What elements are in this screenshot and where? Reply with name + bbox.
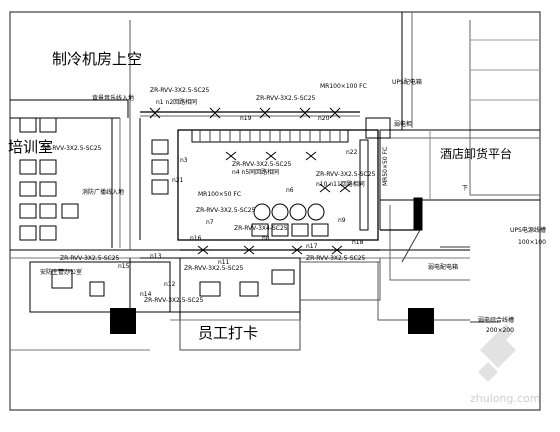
cable-label: ZR-RVV-3X2.5-SC25 <box>144 297 204 304</box>
cable-label: ZR-RVV-3X2.5-SC25 <box>150 87 210 94</box>
circuit-number: n22 <box>346 149 358 156</box>
cable-label: ZR-RVV-3X2.5-SC25 <box>256 95 316 102</box>
annotation-eq-box: 弱电柜 <box>394 121 413 128</box>
cable-label: ZR-RVV-3X2.5-SC25 <box>232 161 292 168</box>
room-label-dispatch-office: 安防主管办公室 <box>40 269 83 276</box>
circuit-number: n9 <box>338 217 346 224</box>
annotation-broadcast: 消防广播线入地 <box>82 189 125 196</box>
annotation-weak-tray: 弱电综合线槽 <box>478 317 515 324</box>
annotation-bg-music: 背景音乐线入地 <box>92 95 135 102</box>
circuit-note: n4 n5同回路相同 <box>232 169 280 176</box>
circuit-number: n13 <box>150 253 162 260</box>
cable-label: ZR-RVV-3X2.5-SC25 <box>316 171 376 178</box>
circuit-number: n11 <box>218 259 230 266</box>
cable-label: ZR-RVV-3X2.5-SC25 <box>42 145 102 152</box>
cable-label: ZR-RVV-3X4-SC25 <box>234 225 288 232</box>
circuit-number: n18 <box>352 239 364 246</box>
circuit-number: n17 <box>306 243 318 250</box>
circuit-number: n7 <box>206 219 214 226</box>
annotation-mr-tray-top: MR100×100 FC <box>320 83 367 90</box>
circuit-number: n3 <box>180 157 188 164</box>
circuit-number: n6 <box>286 187 294 194</box>
circuit-number: n15 <box>118 263 130 270</box>
annotation-ups-size: 100×100 <box>518 239 546 246</box>
watermark-text: zhulong.com <box>470 392 541 405</box>
cable-label: ZR-RVV-3X2.5-SC25 <box>306 255 366 262</box>
annotation-weak-size: 200×200 <box>486 327 514 334</box>
circuit-note: n1 n2回路相同 <box>156 99 198 106</box>
room-label-training: 培训室 <box>8 138 54 156</box>
room-label-hotel-platform: 酒店卸货平台 <box>440 147 513 161</box>
circuit-number: n19 <box>240 115 252 122</box>
circuit-note: n10 n11回路相同 <box>316 181 365 188</box>
annotation-hotel-down: 下 <box>462 185 469 192</box>
annotation-power-box: 弱电配电箱 <box>428 264 459 271</box>
room-label-cold-room: 制冷机房上空 <box>52 50 143 68</box>
annotation-ups-tray: UPS电源线槽 <box>510 227 546 234</box>
watermark-logo-icon <box>478 324 516 382</box>
annotation-mr-mid: MR100×50 FC <box>198 191 242 198</box>
circuit-number: n20 <box>318 115 330 122</box>
circuit-number: n16 <box>190 235 202 242</box>
circuit-number: n12 <box>164 281 176 288</box>
circuit-number: n14 <box>140 291 152 298</box>
cable-label: ZR-RVV-3X2.5-SC25 <box>196 207 256 214</box>
annotation-ups-top: UPS配电箱 <box>392 79 422 86</box>
circuit-number: n8 <box>262 235 270 242</box>
circuit-number: n21 <box>172 177 184 184</box>
room-label-staff-card: 员工打卡 <box>198 324 259 342</box>
cable-label: ZR-RVV-3X2.5-SC25 <box>60 255 120 262</box>
annotation-mr-vertical: MR50×50 FC <box>382 146 389 186</box>
cable-label: ZR-RVV-3X2.5-SC25 <box>184 265 244 272</box>
